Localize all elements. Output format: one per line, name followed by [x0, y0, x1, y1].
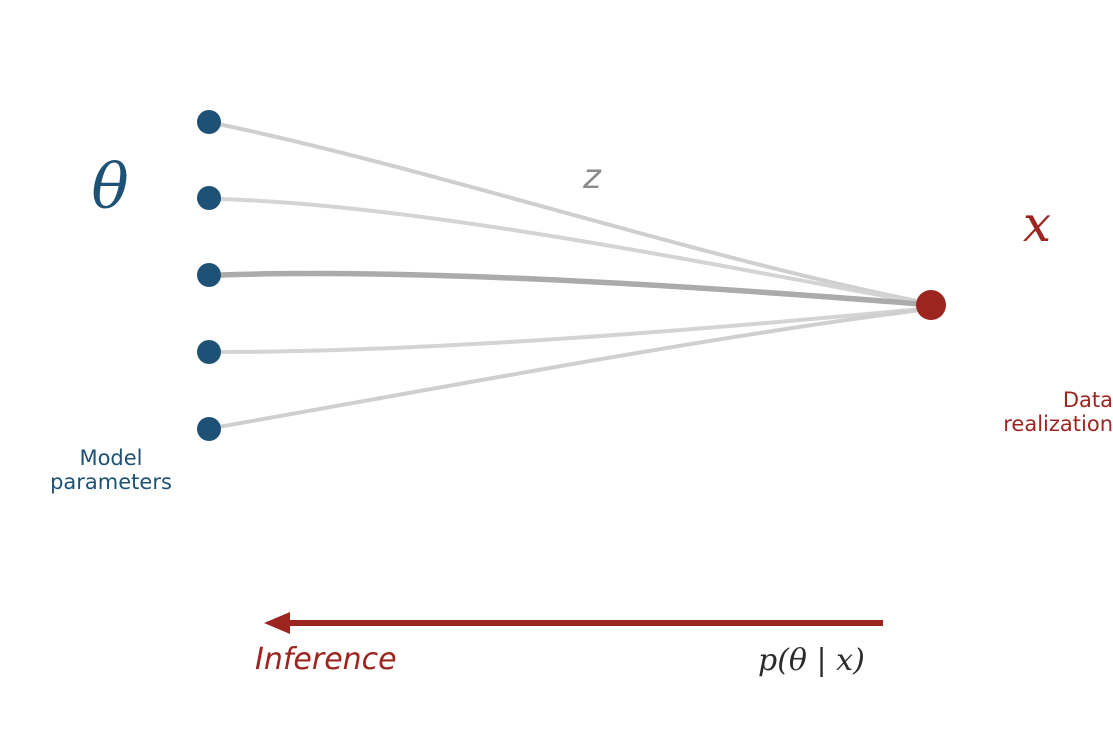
edge-theta-2-to-x: [217, 197, 924, 305]
edge-theta-5-to-x: [216, 308, 923, 429]
data-variable-x-symbol: x: [1022, 195, 1052, 253]
edge-theta-4-to-x: [217, 307, 923, 354]
latent-variable-z-symbol: z: [583, 157, 601, 197]
edge-group: [216, 122, 924, 429]
data-realization-label: Data realization: [1003, 388, 1113, 436]
parameter-node-group: [197, 110, 221, 441]
parameter-node-1[interactable]: [197, 110, 221, 134]
inference-label: Inference: [255, 642, 397, 677]
theta-symbol: θ: [91, 150, 129, 223]
edge-theta-1-to-x: [216, 122, 924, 304]
parameter-node-4[interactable]: [197, 340, 221, 364]
model-parameters-label: Model parameters: [50, 446, 172, 494]
parameter-node-2[interactable]: [197, 186, 221, 210]
parameter-node-5[interactable]: [197, 417, 221, 441]
data-node[interactable]: [916, 290, 946, 320]
edge-theta-3-to-x: [217, 270, 923, 307]
inference-arrow: [264, 612, 883, 634]
posterior-formula-label: p(θ | x): [758, 643, 865, 678]
inference-arrow-head: [264, 612, 290, 634]
parameter-node-3[interactable]: [197, 263, 221, 287]
